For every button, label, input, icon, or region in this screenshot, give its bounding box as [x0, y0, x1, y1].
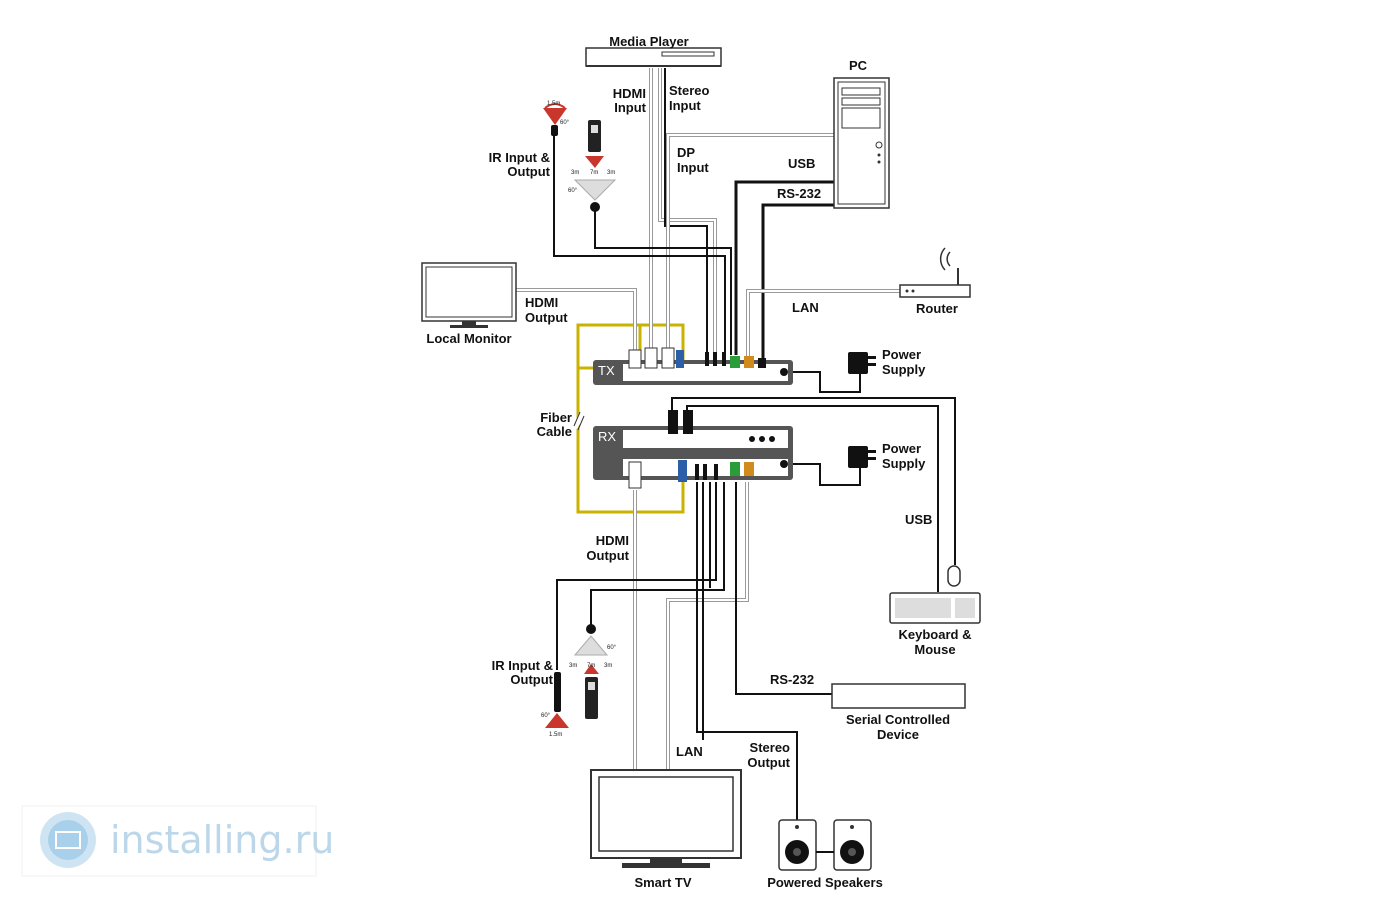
ir-top-angle: 60° — [560, 120, 570, 126]
power-supply-rx: Power Supply — [848, 441, 926, 471]
keyboard-mouse-label-1: Keyboard & — [899, 627, 972, 642]
usb-right-label: USB — [905, 512, 932, 527]
stereo-output-label-2: Output — [747, 755, 790, 770]
pc-label: PC — [849, 58, 868, 73]
watermark: installing.ru — [21, 805, 334, 877]
ir-bottom-arc-angle: 60° — [607, 645, 617, 651]
router-label: Router — [916, 301, 958, 316]
ir-bottom-label-1: IR Input & — [492, 658, 553, 673]
hdmi-input-label-1: HDMI — [613, 86, 646, 101]
dp-input-label-2: Input — [677, 160, 709, 175]
local-monitor-label: Local Monitor — [426, 331, 511, 346]
power-supply-tx-label-1: Power — [882, 347, 921, 362]
ir-receiver-top: 3m 7m 3m 60° — [568, 120, 617, 212]
lan-top-label: LAN — [792, 300, 819, 315]
watermark-text: installing.ru — [110, 818, 334, 862]
ir-bottom-angle: 60° — [541, 713, 551, 719]
stereo-input-label-2: Input — [669, 98, 701, 113]
pc-device: PC — [833, 58, 890, 209]
ir-top-range-mid: 7m — [590, 170, 598, 176]
cable-labels: HDMI Input Stereo Input DP Input USB RS-… — [489, 83, 933, 770]
dp-input-label-1: DP — [677, 145, 695, 160]
hdmi-output-top-label-1: HDMI — [525, 295, 558, 310]
powered-speakers-device: Powered Speakers — [767, 819, 883, 890]
keyboard-mouse-label-2: Mouse — [914, 642, 955, 657]
ir-receiver-bottom: 3m 7m 3m 60° — [569, 624, 617, 719]
hdmi-output-bottom-label-2: Output — [586, 548, 629, 563]
tx-label: TX — [598, 363, 615, 378]
rx-unit: RX — [593, 410, 793, 489]
ir-bottom-label-2: Output — [510, 672, 553, 687]
media-player-label: Media Player — [609, 34, 689, 49]
ir-top-arc-angle: 60° — [568, 188, 578, 194]
ir-emitter-bottom: 60° 1.5m — [541, 672, 569, 738]
power-supply-rx-label-1: Power — [882, 441, 921, 456]
stereo-output-label-1: Stereo — [750, 740, 791, 755]
ir-bottom-range-left: 3m — [569, 663, 577, 669]
ir-bottom-range-right: 3m — [604, 663, 612, 669]
ir-top-range-right: 3m — [607, 170, 615, 176]
cables-top — [516, 68, 956, 592]
hdmi-input-label-2: Input — [614, 100, 646, 115]
ir-bottom-range-mid: 7m — [587, 663, 595, 669]
usb-top-label: USB — [788, 156, 815, 171]
rs232-bottom-label: RS-232 — [770, 672, 814, 687]
serial-device-label-2: Device — [877, 727, 919, 742]
power-supply-tx: Power Supply — [848, 347, 926, 377]
fiber-cable — [572, 323, 685, 514]
hdmi-output-top-label-2: Output — [525, 310, 568, 325]
fiber-cable-label-1: Fiber — [540, 410, 572, 425]
tx-unit: TX — [593, 347, 793, 385]
ir-top-distance: 1.5m — [547, 101, 560, 107]
rx-label: RX — [598, 429, 616, 444]
local-monitor-device: Local Monitor — [421, 262, 517, 346]
power-supply-tx-label-2: Supply — [882, 362, 926, 377]
ir-top-range-left: 3m — [571, 170, 579, 176]
router-device: Router — [899, 247, 971, 316]
powered-speakers-label: Powered Speakers — [767, 875, 883, 890]
serial-device: Serial Controlled Device — [831, 683, 966, 742]
serial-device-label-1: Serial Controlled — [846, 712, 950, 727]
smart-tv-device: Smart TV — [590, 769, 742, 890]
keyboard-mouse-device: Keyboard & Mouse — [889, 565, 981, 657]
media-player-device: Media Player — [585, 34, 722, 67]
ir-bottom-distance: 1.5m — [549, 732, 562, 738]
fiber-cable-label-2: Cable — [537, 424, 572, 439]
smart-tv-label: Smart TV — [634, 875, 691, 890]
power-supply-rx-label-2: Supply — [882, 456, 926, 471]
rs232-top-label: RS-232 — [777, 186, 821, 201]
stereo-input-label-1: Stereo — [669, 83, 710, 98]
ir-top-label-1: IR Input & — [489, 150, 550, 165]
ir-emitter-top: 1.5m 60° — [543, 101, 570, 136]
cables-bottom — [556, 482, 832, 820]
ir-top-label-2: Output — [507, 164, 550, 179]
lan-bottom-label: LAN — [676, 744, 703, 759]
hdmi-output-bottom-label-1: HDMI — [596, 533, 629, 548]
